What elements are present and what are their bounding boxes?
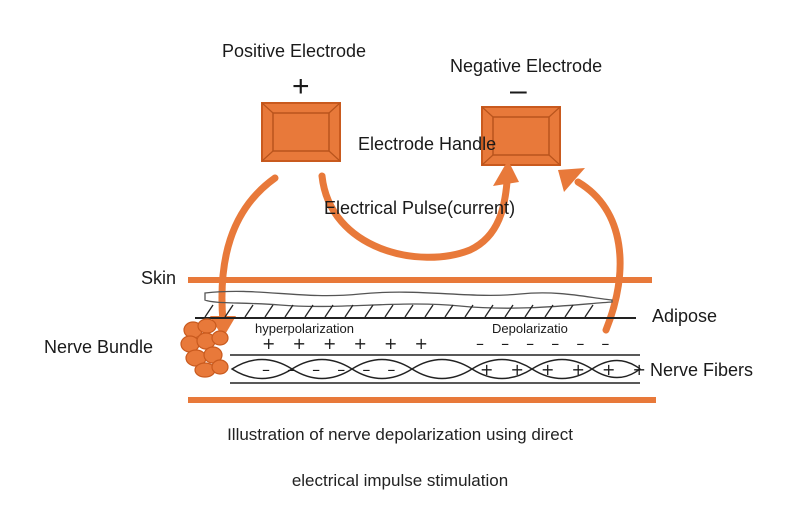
hyper-charges-bottom: – – – – – – <box>262 360 402 379</box>
nerve-bundle-cells <box>180 318 229 378</box>
arrow-up-right <box>574 178 624 334</box>
negative-sign: – <box>510 74 527 107</box>
arrow-head-down <box>210 316 236 338</box>
adipose-layer <box>204 290 613 309</box>
nerve-fiber-segments <box>230 358 642 380</box>
electrical-pulse-label: Electrical Pulse(current) <box>324 198 516 218</box>
depol-charges-bottom: + + + + + + <box>480 360 652 379</box>
caption-line-1: Illustration of nerve depolarization usi… <box>227 425 573 444</box>
current-arrows <box>210 160 624 338</box>
caption-line-2: electrical impulse stimulation <box>291 471 509 490</box>
positive-electrode-label: Positive Electrode <box>222 41 367 61</box>
arrow-head-pulse <box>493 160 519 186</box>
positive-electrode-block <box>261 102 341 162</box>
nerve-bundle-label: Nerve Bundle <box>44 337 154 357</box>
arrow-head-up <box>558 168 585 192</box>
hyper-charges-top: + + + + + + <box>262 334 434 353</box>
electrode-handle-label: Electrode Handle <box>358 134 497 154</box>
negative-electrode-block <box>481 106 561 166</box>
arrow-pulse-arc <box>318 172 511 261</box>
positive-sign: + <box>292 70 310 103</box>
depolarization-label: Depolarizatio <box>492 321 568 336</box>
depol-charges-top: – – – – – – <box>476 334 616 353</box>
skin-label: Skin <box>141 268 177 288</box>
tissue-hatching <box>204 304 594 318</box>
hyperpolarization-label: hyperpolarization <box>255 321 355 336</box>
adipose-label: Adipose <box>652 306 718 326</box>
negative-electrode-label: Negative Electrode <box>450 56 603 76</box>
arrow-down-left <box>218 174 279 326</box>
nerve-fibers-label: Nerve Fibers <box>650 360 754 380</box>
